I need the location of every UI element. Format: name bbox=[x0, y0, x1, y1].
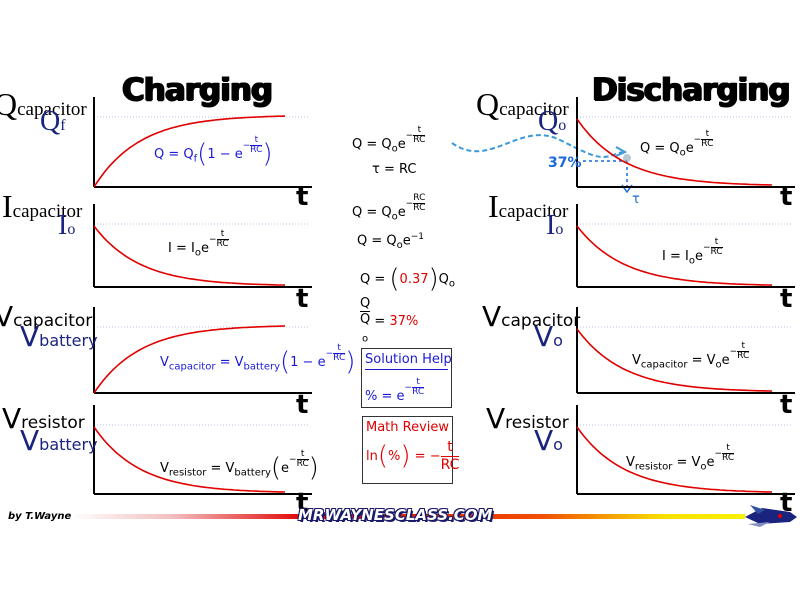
decay-curve bbox=[576, 328, 773, 392]
author-credit: by T.Wayne bbox=[8, 511, 72, 522]
t-axis-label: t bbox=[296, 284, 309, 314]
qo-label: Qo bbox=[538, 106, 567, 137]
v-capacitor-label-right: Vcapacitor bbox=[482, 300, 581, 333]
wave-arrow bbox=[451, 134, 623, 158]
vbattery-label: Vbattery bbox=[20, 320, 98, 353]
t-axis-label: t bbox=[296, 488, 309, 518]
vo-label-2: Vo bbox=[534, 424, 563, 457]
v-resistor-label-right: Vresistor bbox=[486, 402, 569, 435]
tau-label: τ bbox=[632, 192, 640, 207]
decay-curve bbox=[576, 426, 773, 493]
t-axis-label: t bbox=[296, 390, 309, 420]
v-capacitor-label: Vcapacitor bbox=[0, 300, 93, 333]
t-axis-label: t bbox=[780, 488, 793, 518]
io-label-right: Io bbox=[546, 210, 564, 241]
math-review-title: Math Review bbox=[366, 420, 450, 435]
vo-label: Vo bbox=[534, 320, 563, 353]
solution-help-title: Solution Help bbox=[365, 352, 452, 370]
t-axis-label: t bbox=[296, 182, 309, 212]
growth-curve bbox=[93, 325, 286, 394]
growth-curve bbox=[93, 115, 286, 188]
derivation-step-2: τ = RC bbox=[372, 162, 417, 177]
discharging-title: Discharging bbox=[592, 72, 791, 108]
t-axis-label: t bbox=[780, 390, 793, 420]
derivation-step-4: Q = Qoe−1 bbox=[357, 232, 425, 251]
decay-curve bbox=[93, 426, 286, 493]
i-capacitor-label-right: Icapacitor bbox=[488, 188, 569, 224]
q-capacitor-label-right: Qcapacitor bbox=[476, 86, 569, 122]
t-axis-label: t bbox=[780, 182, 793, 212]
q-capacitor-label: Qcapacitor bbox=[0, 86, 87, 122]
charging-title: Charging bbox=[122, 72, 273, 108]
site-logo[interactable]: MRWAYNESCLASS.COM bbox=[298, 506, 493, 524]
decay-curve bbox=[576, 225, 773, 286]
tau-point bbox=[623, 154, 631, 162]
footer-stripe bbox=[70, 514, 745, 519]
derivation-step-5: Q = (0.37)Qo bbox=[360, 264, 456, 294]
v-resistor-label: Vresistor bbox=[2, 402, 85, 435]
t-axis-label: t bbox=[780, 284, 793, 314]
decay-curve bbox=[93, 225, 286, 286]
arrow-head-icon bbox=[615, 146, 628, 157]
decay-curve bbox=[576, 118, 773, 186]
i-capacitor-label: Icapacitor bbox=[2, 188, 83, 224]
io-label: Io bbox=[58, 210, 76, 241]
percent-label: 37% bbox=[548, 155, 582, 171]
rocket-icon bbox=[745, 505, 797, 527]
qf-label: Qf bbox=[40, 106, 66, 137]
vbattery-label-2: Vbattery bbox=[20, 424, 98, 457]
